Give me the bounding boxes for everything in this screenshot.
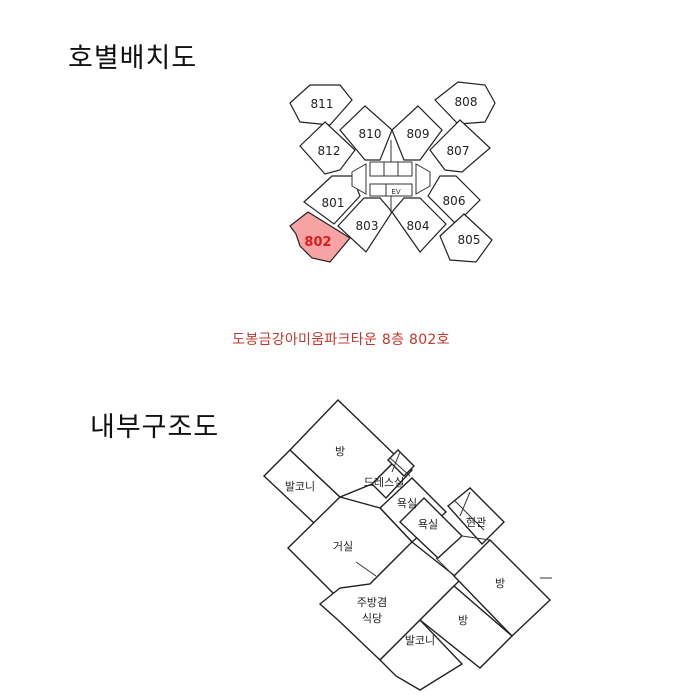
label-bedroom-right: 방	[495, 577, 505, 590]
label-bedroom-bottom: 방	[458, 614, 468, 627]
unit-809[interactable]	[391, 105, 443, 161]
label-balcony-bottom: 발코니	[405, 634, 435, 647]
label-entrance: 현관	[466, 516, 486, 529]
label-kitchen-line-2: 식당	[362, 612, 382, 625]
label-bedroom-top: 방	[335, 445, 345, 458]
unit-label-806: 806	[443, 194, 466, 208]
unit-label-812: 812	[318, 144, 341, 158]
unit-806[interactable]	[427, 175, 481, 225]
unit-label-802: 802	[304, 235, 331, 250]
unit-caption: 도봉금강아미움파크타운 8층 802호	[232, 332, 450, 348]
unit-label-803: 803	[356, 219, 379, 233]
structure-heading: 내부구조도	[90, 412, 220, 443]
room-bedroom-right[interactable]	[453, 539, 552, 637]
unit-label-807: 807	[447, 144, 470, 158]
unit-label-810: 810	[359, 127, 382, 141]
unit-label-804: 804	[407, 219, 430, 233]
unit-812[interactable]	[299, 121, 356, 175]
unit-label-811: 811	[311, 97, 334, 111]
unit-811[interactable]	[289, 84, 353, 126]
label-bath-2: 욕실	[418, 518, 438, 531]
room-balcony-bottom[interactable]	[379, 618, 464, 691]
label-bath-1: 욕실	[397, 497, 417, 510]
label-living: 거실	[333, 540, 353, 553]
unit-807[interactable]	[429, 119, 491, 173]
stair-core-upper	[369, 161, 413, 177]
layout-heading: 호별배치도	[68, 43, 198, 74]
unit-803[interactable]	[337, 197, 393, 253]
unit-804[interactable]	[391, 197, 447, 253]
label-balcony-left: 발코니	[285, 480, 315, 493]
label-dress-room: 드레스실	[364, 476, 404, 489]
room-bedroom-bottom[interactable]	[418, 585, 514, 669]
elevator-label: EV	[391, 188, 400, 196]
unit-810[interactable]	[339, 105, 393, 161]
unit-802-selected[interactable]	[289, 211, 351, 263]
unit-label-808: 808	[455, 95, 478, 109]
corridor-left	[351, 163, 367, 195]
unit-label-809: 809	[407, 127, 430, 141]
room-entrance[interactable]	[446, 487, 505, 546]
unit-label-801: 801	[322, 196, 345, 210]
unit-label-805: 805	[458, 233, 481, 247]
corridor-right	[415, 163, 431, 195]
unit-floor-plan: 방 발코니 드레스실 욕실 욕실 현관 거실 주방겸 식당 방 방 발코니	[262, 399, 552, 691]
building-layout-plan: EV 811 808 810 809 812 807 801 806 803 8…	[289, 81, 496, 263]
room-dress-closet	[387, 449, 415, 477]
unit-805[interactable]	[439, 213, 493, 263]
label-kitchen-line-1: 주방겸	[357, 596, 387, 609]
